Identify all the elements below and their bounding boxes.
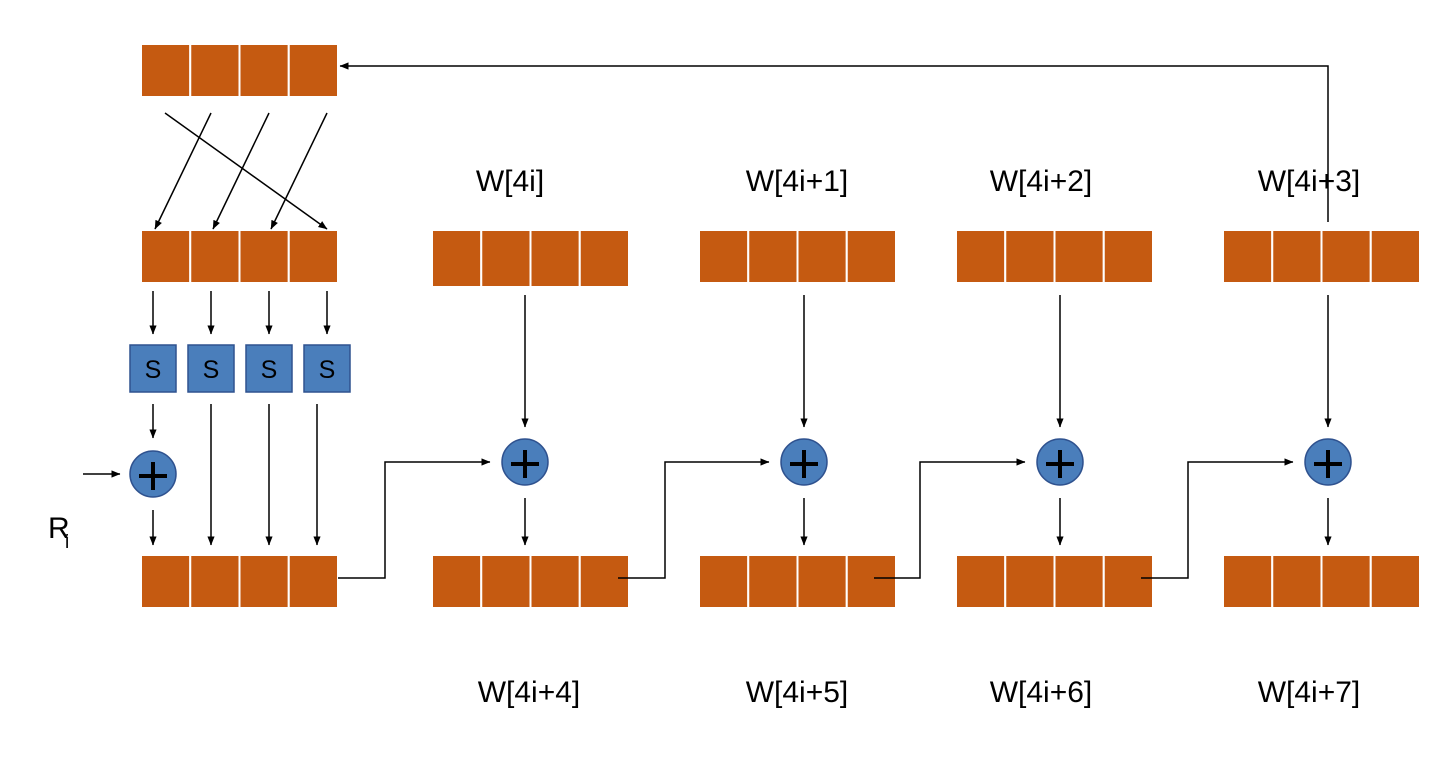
byte-cell bbox=[1102, 554, 1154, 609]
chain-path-0 bbox=[338, 458, 491, 579]
byte-cell bbox=[1320, 554, 1372, 609]
byte-cell bbox=[287, 229, 339, 284]
bottom-word-0 bbox=[431, 554, 630, 609]
to-sbox-arrows bbox=[149, 291, 331, 335]
byte-cell bbox=[796, 229, 848, 284]
column-arrows bbox=[521, 295, 1332, 546]
byte-cell bbox=[431, 229, 483, 288]
top-word-label-1: W[4i+1] bbox=[746, 165, 849, 198]
byte-cell bbox=[140, 43, 192, 98]
rotword-output-word bbox=[140, 229, 339, 284]
bottom-word-1 bbox=[698, 554, 897, 609]
byte-cell bbox=[698, 554, 750, 609]
byte-cell bbox=[140, 554, 192, 609]
round-constant-label: R i bbox=[48, 512, 70, 553]
byte-cell bbox=[238, 43, 290, 98]
byte-cell bbox=[747, 229, 799, 284]
byte-cell bbox=[1004, 229, 1056, 284]
byte-cell bbox=[480, 554, 532, 609]
byte-cell bbox=[529, 554, 581, 609]
byte-cell bbox=[698, 229, 750, 284]
sbox-label: S bbox=[145, 356, 162, 384]
bottom-word-3 bbox=[1222, 554, 1421, 609]
byte-cell bbox=[480, 229, 532, 288]
chain-path-3 bbox=[1141, 458, 1294, 579]
sbox-label: S bbox=[319, 356, 336, 384]
byte-cell bbox=[845, 229, 897, 284]
xor-icon bbox=[1036, 438, 1084, 486]
byte-cell bbox=[189, 43, 241, 98]
byte-cell bbox=[955, 554, 1007, 609]
byte-cell bbox=[578, 554, 630, 609]
rotation-arrows bbox=[154, 112, 328, 230]
top-word-0 bbox=[431, 229, 630, 288]
byte-cell bbox=[287, 43, 339, 98]
sbox-0: S bbox=[129, 344, 177, 393]
byte-cell bbox=[189, 229, 241, 284]
bottom-word-label-1: W[4i+5] bbox=[746, 676, 849, 709]
top-word-label-0: W[4i] bbox=[476, 165, 544, 198]
top-word-label-2: W[4i+2] bbox=[990, 165, 1093, 198]
rotate-arrow-byte-1 bbox=[154, 112, 212, 230]
byte-cell bbox=[529, 229, 581, 288]
byte-cell bbox=[1369, 229, 1421, 284]
byte-cell bbox=[287, 554, 339, 609]
byte-cell bbox=[845, 554, 897, 609]
byte-cell bbox=[796, 554, 848, 609]
xor-icon bbox=[780, 438, 828, 486]
byte-cell bbox=[1102, 229, 1154, 284]
byte-cell bbox=[1222, 229, 1274, 284]
sbox-2: S bbox=[245, 344, 293, 393]
feedback-path bbox=[339, 62, 1329, 222]
chain-path-2 bbox=[874, 458, 1026, 579]
xor-icon bbox=[501, 438, 549, 486]
chain-path-1 bbox=[618, 458, 770, 579]
chain-paths bbox=[338, 62, 1329, 579]
byte-cell bbox=[1271, 554, 1323, 609]
bottom-word-2 bbox=[955, 554, 1154, 609]
byte-cell bbox=[1004, 554, 1056, 609]
sbox-label: S bbox=[261, 356, 278, 384]
byte-cell bbox=[1053, 229, 1105, 284]
round-constant-main: R bbox=[48, 512, 70, 545]
bottom-word-label-3: W[4i+7] bbox=[1258, 676, 1361, 709]
byte-cell bbox=[238, 554, 290, 609]
subword-result-word bbox=[140, 554, 339, 609]
top-word-2 bbox=[955, 229, 1154, 284]
byte-cell bbox=[140, 229, 192, 284]
bottom-word-label-2: W[4i+6] bbox=[990, 676, 1093, 709]
byte-cell bbox=[189, 554, 241, 609]
xor-icon bbox=[1304, 438, 1352, 486]
byte-cell bbox=[955, 229, 1007, 284]
bottom-word-label-0: W[4i+4] bbox=[478, 676, 581, 709]
top-word-1 bbox=[698, 229, 897, 284]
byte-cell bbox=[1271, 229, 1323, 284]
sbox-output-arrows bbox=[83, 404, 321, 546]
rotword-input-word bbox=[140, 43, 339, 98]
byte-cell bbox=[578, 229, 630, 288]
byte-cell bbox=[747, 554, 799, 609]
byte-cell bbox=[238, 229, 290, 284]
top-word-label-3: W[4i+3] bbox=[1258, 165, 1361, 198]
sbox-3: S bbox=[303, 344, 351, 393]
round-constant-subscript: i bbox=[65, 532, 69, 553]
byte-cell bbox=[431, 554, 483, 609]
byte-cell bbox=[1320, 229, 1372, 284]
rotate-arrow-byte-3 bbox=[270, 112, 328, 230]
sbox-label: S bbox=[203, 356, 220, 384]
sbox-1: S bbox=[187, 344, 235, 393]
byte-cell bbox=[1222, 554, 1274, 609]
byte-cell bbox=[1369, 554, 1421, 609]
rotate-arrow-byte-0 bbox=[164, 112, 328, 230]
rotate-arrow-byte-2 bbox=[212, 112, 270, 230]
xor-icon bbox=[129, 450, 177, 498]
byte-cell bbox=[1053, 554, 1105, 609]
top-word-3 bbox=[1222, 229, 1421, 284]
